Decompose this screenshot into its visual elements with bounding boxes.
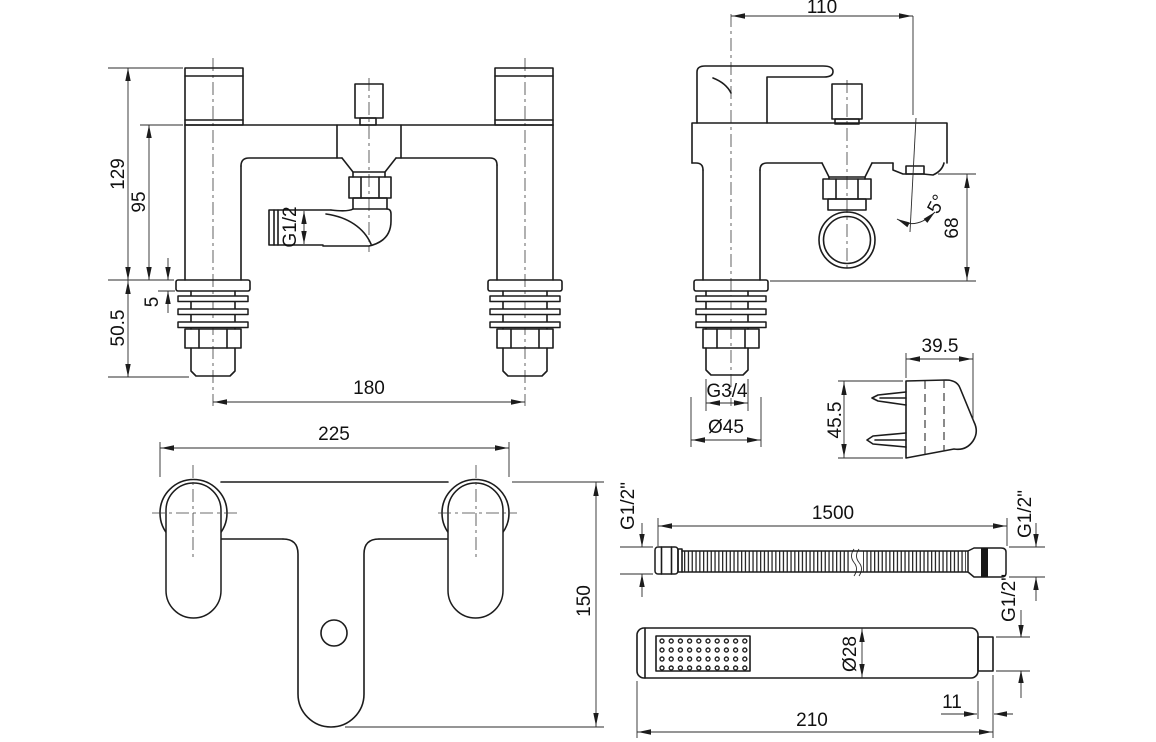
bracket-linework — [866, 379, 978, 459]
bracket-hidden-lines — [924, 380, 945, 455]
front-view: 129 95 50.5 5 G1/2 180 — [108, 58, 563, 406]
front-washers — [177, 295, 561, 329]
plan-dimensions: 225 150 — [159, 424, 604, 728]
front-nuts-tails — [184, 328, 554, 377]
dim-spout-angle: 5° — [924, 191, 951, 217]
dim-tail-thread: G3/4 — [706, 381, 748, 402]
dim-handset-connector: 11 — [942, 692, 962, 713]
handset-view: Ø28 11 210 G1/2" — [636, 574, 1030, 738]
hose-view: 1500 G1/2" G1/2" — [618, 482, 1045, 601]
handset-connector — [977, 636, 994, 672]
dim-hose-thread-left: G1/2" — [618, 482, 639, 530]
side-centerlines — [730, 14, 848, 406]
dim-plan-depth: 150 — [574, 585, 595, 617]
hose-dimensions: 1500 G1/2" G1/2" — [618, 482, 1045, 601]
dim-bracket-width: 39.5 — [922, 336, 959, 357]
handset-spray-plate — [655, 635, 751, 672]
dim-spout-reach: 110 — [807, 0, 837, 18]
handset-spray-dots — [659, 638, 748, 671]
side-view: 110 5° 68 G3/4 Ø45 — [690, 0, 976, 447]
bracket-view: 39.5 45.5 — [825, 336, 978, 459]
dim-handset-dia: Ø28 — [840, 636, 861, 672]
hose-linework — [654, 546, 1007, 578]
dim-bracket-height: 45.5 — [825, 402, 846, 439]
side-nut-tail — [702, 328, 760, 376]
dim-hose-length: 1500 — [812, 503, 854, 524]
dim-deck-plate: 5 — [142, 297, 163, 308]
dim-plan-width: 225 — [318, 424, 350, 445]
plan-view: 225 150 — [152, 424, 604, 728]
handset-linework — [636, 627, 994, 679]
dim-leg-centres: 180 — [353, 378, 385, 399]
dim-hose-thread-right: G1/2" — [1015, 490, 1036, 538]
plan-linework — [159, 478, 510, 728]
dim-base-dia: Ø45 — [708, 417, 744, 438]
side-linework — [691, 65, 948, 330]
dim-outlet-thread: G1/2 — [280, 206, 301, 247]
plan-centerlines — [152, 465, 517, 560]
side-washers — [695, 295, 767, 329]
dim-below-deck: 50.5 — [108, 310, 129, 347]
front-centerlines — [212, 58, 526, 406]
side-dimensions: 110 5° 68 G3/4 Ø45 — [690, 0, 976, 447]
hose-break-mask — [850, 548, 863, 575]
dim-spout-height: 68 — [942, 217, 963, 238]
dim-handset-thread: G1/2" — [999, 574, 1020, 622]
dim-handset-length: 210 — [796, 710, 828, 731]
dim-total-height: 129 — [108, 158, 129, 190]
front-dimensions: 129 95 50.5 5 G1/2 180 — [108, 67, 525, 405]
bracket-dimensions: 39.5 45.5 — [825, 336, 974, 459]
handset-dimensions: Ø28 11 210 G1/2" — [636, 574, 1030, 738]
dim-body-height: 95 — [129, 191, 150, 212]
